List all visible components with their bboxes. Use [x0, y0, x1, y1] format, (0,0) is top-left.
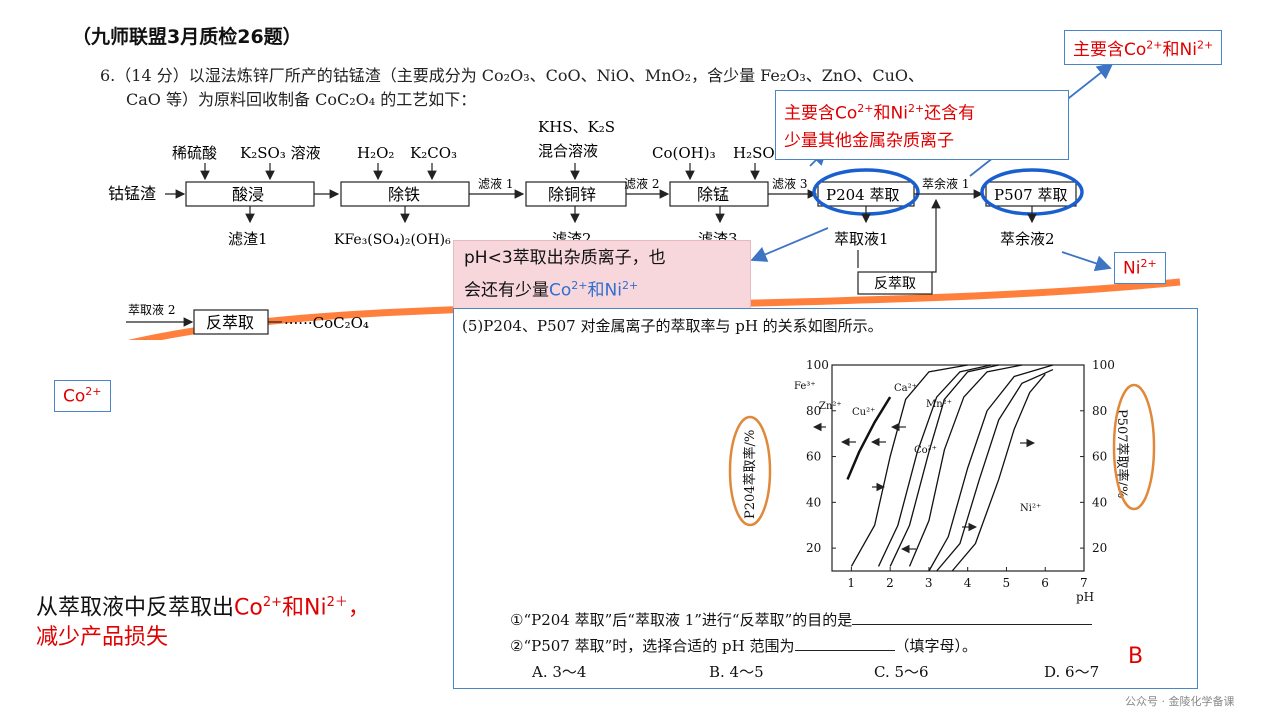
series-label-4: Ca²⁺ [894, 383, 917, 394]
watermark: 公众号 · 金陵化学备课 [1125, 695, 1235, 708]
filtrate-1: 滤液 1 [478, 176, 513, 191]
y-tick-label-left: 60 [806, 450, 821, 464]
x-tick-label: 5 [1002, 576, 1010, 590]
callout-middle: 主要含Co2+和Ni2+还含有 少量其他金属杂质离子 [775, 90, 1069, 160]
y-tick-label-right: 60 [1092, 450, 1107, 464]
box-back-extraction-2 [193, 309, 269, 335]
curve-6 [928, 364, 1054, 572]
reagent-2a: H₂O₂ [357, 144, 394, 162]
y-tick-label-left: 100 [806, 358, 829, 372]
reagent-1b: K₂SO₃ 溶液 [240, 144, 321, 162]
callout-co: Co2+ [54, 380, 111, 412]
box-7-label: 反萃取 [206, 313, 254, 332]
box-p507 [985, 181, 1077, 207]
x-tick-label: 6 [1041, 576, 1049, 590]
question-panel: (5)P204、P507 对金属离子的萃取率与 pH 的关系如图所示。 1 2 3 4… [453, 308, 1198, 689]
curve-3 [877, 364, 992, 567]
curve-2 [850, 364, 968, 567]
box-1-label: 酸浸 [232, 185, 264, 204]
answer-label: B [1128, 644, 1144, 669]
residue-1: 滤渣1 [228, 230, 268, 248]
y-tick-label-right: 80 [1092, 404, 1107, 418]
callout-ni: Ni2+ [1114, 252, 1166, 284]
reagent-4b: H₂SO₄ [733, 144, 781, 162]
slide-title: （九师联盟3月质检26题） [72, 26, 302, 48]
reagent-3a: KHS、K₂S [538, 118, 615, 136]
reagent-2b: K₂CO₃ [410, 144, 457, 162]
plot-frame [831, 364, 1085, 572]
box-4-label: 除锰 [697, 185, 729, 204]
x-tick-label: 7 [1080, 576, 1088, 590]
box-cu-zn-removal [525, 181, 627, 207]
y-tick-label-right: 40 [1092, 495, 1107, 509]
series-label-5: Mn²⁺ [926, 399, 952, 410]
extract-2: 萃取液 2 [128, 302, 175, 317]
start-label: 钴锰渣 [108, 184, 156, 203]
series-label-6: Co²⁺ [914, 445, 937, 456]
y-tick-label-left: 80 [806, 404, 821, 418]
option-a: A. 3～4 [532, 663, 587, 681]
filtrate-2: 滤液 2 [624, 176, 659, 191]
y-axis-label-left: P204萃取率/% [742, 430, 758, 519]
extract-1: 萃取液1 [834, 230, 889, 248]
series-label-1: Fe³⁺ [794, 381, 816, 392]
series-label-2: Zn²⁺ [819, 401, 842, 412]
x-axis-label: pH [1076, 590, 1094, 604]
option-c: C. 5～6 [874, 663, 929, 681]
option-b: B. 4～5 [709, 663, 764, 681]
reagent-3b: 混合溶液 [538, 142, 598, 160]
callout-top-right: 主要含Co2+和Ni2+ [1064, 30, 1223, 65]
curve-5 [908, 364, 1023, 567]
series-label-7: Ni²⁺ [1020, 503, 1041, 514]
panel-heading: (5)P204、P507 对金属离子的萃取率与 pH 的关系如图所示。 [462, 317, 883, 335]
highlight-left-axis [728, 415, 772, 527]
box-5-label: P204 萃取 [826, 186, 900, 204]
box-2-label: 除铁 [388, 185, 420, 204]
highlight-right-axis [1112, 383, 1156, 511]
box-3-label: 除铜锌 [548, 185, 596, 204]
reagent-4a: Co(OH)₃ [652, 144, 716, 162]
back-box-label: 反萃取 [874, 276, 916, 292]
y-tick-label-right: 20 [1092, 541, 1107, 555]
product-label: ······CoC₂O₄ [284, 314, 369, 332]
raffinate-2: 萃余液2 [1000, 230, 1055, 248]
question-line-2: CaO 等）为原料回收制备 CoC₂O₄ 的工艺如下： [126, 90, 477, 109]
residue-2: KFe₃(SO₄)₂(OH)₆ [334, 232, 451, 248]
callout-pink: pH<3萃取出杂质离子，也 会还有少量Co2+和Ni2+ [453, 240, 751, 310]
question-1: ①“P204 萃取”后“萃取液 1”进行“反萃取”的目的是 [510, 609, 1093, 630]
reagent-1a: 稀硫酸 [172, 144, 217, 162]
series-label-3: Cu²⁺ [852, 407, 875, 418]
x-tick-label: 3 [925, 576, 933, 590]
curve-4 [889, 364, 999, 567]
box-6-label: P507 萃取 [994, 186, 1068, 204]
curve-8 [951, 373, 1046, 572]
y-tick-label-left: 40 [806, 495, 821, 509]
filtrate-3: 滤液 3 [772, 176, 807, 191]
x-tick-label: 1 [847, 576, 855, 590]
option-d: D. 6～7 [1044, 663, 1100, 681]
curve-1 [846, 396, 892, 480]
y-tick-label-right: 100 [1092, 358, 1115, 372]
question-line-1: 6.（14 分）以湿法炼锌厂所产的钴锰渣（主要成分为 Co₂O₃、CoO、NiO… [100, 66, 924, 85]
x-tick-label: 4 [964, 576, 972, 590]
raffinate-1: 萃余液 1 [922, 176, 969, 191]
curve-7 [936, 368, 1054, 572]
box-back-extraction [857, 271, 933, 295]
y-axis-label-right: P507萃取率/% [1114, 409, 1130, 498]
question-2: ②“P507 萃取”时，选择合适的 pH 范围为（填字母）。 [510, 637, 978, 655]
y-tick-label-left: 20 [806, 541, 821, 555]
bottom-note: 从萃取液中反萃取出Co2+和Ni2＋， 减少产品损失 [36, 595, 370, 651]
x-tick-label: 2 [886, 576, 894, 590]
extraction-chart: 1 2 3 4 5 6 7pH 20 20 40 40 60 60 80 80 100 100P204萃取率/%… [728, 358, 1156, 604]
